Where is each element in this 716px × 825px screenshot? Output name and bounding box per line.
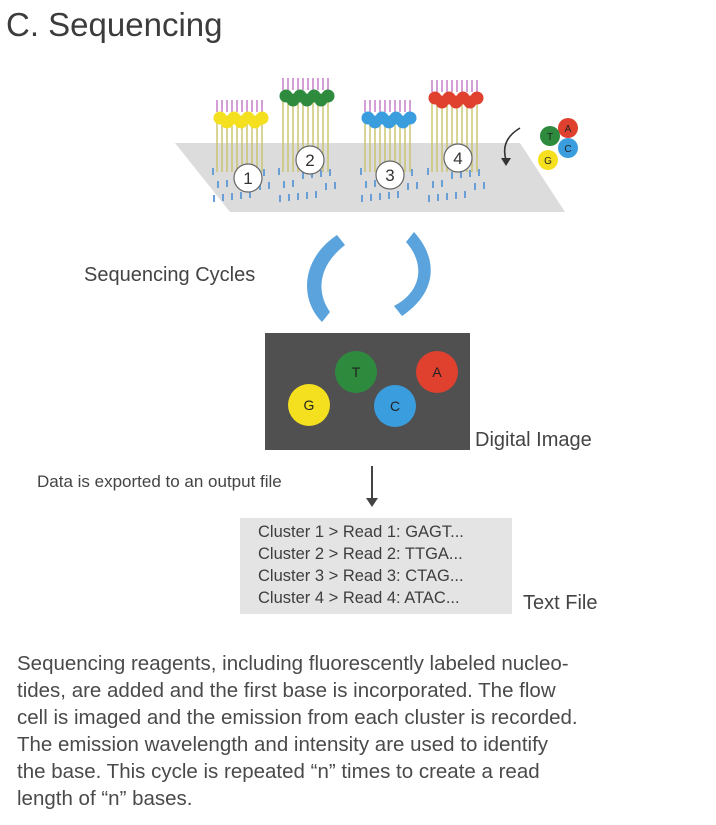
svg-text:T: T <box>547 132 553 143</box>
reagent-arrow <box>503 127 521 161</box>
description-line: the base. This cycle is repeated “n” tim… <box>17 760 540 783</box>
text-file-label: Text File <box>523 592 598 614</box>
reagent-base-c: C <box>558 138 578 158</box>
cluster-number-label: 4 <box>453 149 462 168</box>
reagent-arrowhead <box>501 158 511 166</box>
cycle-arrow-left <box>307 235 345 322</box>
digital-image-spots: T A G C <box>288 351 458 427</box>
page-title: C. Sequencing <box>6 6 223 43</box>
image-spot-g: G <box>288 384 330 426</box>
svg-text:C: C <box>564 144 571 155</box>
cluster-number-label: 3 <box>385 166 394 185</box>
svg-text:G: G <box>304 397 315 413</box>
svg-text:G: G <box>544 156 552 167</box>
description-paragraph: Sequencing reagents, including fluoresce… <box>17 650 707 812</box>
text-file-line: Cluster 4 > Read 4: ATAC... <box>258 589 460 607</box>
cluster-1: 1 <box>212 100 270 202</box>
description-line: length of “n” bases. <box>17 787 193 810</box>
image-spot-t: T <box>335 351 377 393</box>
reagent-base-a: A <box>558 118 578 138</box>
cluster-4: 4 <box>427 80 485 202</box>
text-file-line: Cluster 2 > Read 2: TTGA... <box>258 545 463 563</box>
cluster-number-label: 1 <box>243 169 252 188</box>
cycle-arrows <box>307 232 431 322</box>
reagent-base-g: G <box>538 150 558 170</box>
image-spot-a: A <box>416 351 458 393</box>
text-file-line: Cluster 1 > Read 1: GAGT... <box>258 523 464 541</box>
cycle-arrow-right <box>394 232 431 316</box>
svg-text:T: T <box>352 364 361 380</box>
reagent-bases: A TC G <box>538 118 578 170</box>
export-arrowhead <box>366 498 378 507</box>
reagent-base-t: T <box>540 126 560 146</box>
description-line: tides, are added and the first base is i… <box>17 679 556 702</box>
cluster-number-label: 2 <box>305 151 314 170</box>
export-label: Data is exported to an output file <box>37 472 282 491</box>
text-file-box: Cluster 1 > Read 1: GAGT... Cluster 2 > … <box>240 518 512 614</box>
svg-text:A: A <box>565 124 572 135</box>
description-line: The emission wavelength and intensity ar… <box>17 733 549 756</box>
cluster-3: 3 <box>360 100 418 202</box>
svg-text:C: C <box>390 398 400 414</box>
digital-image-label: Digital Image <box>475 429 592 451</box>
text-file-line: Cluster 3 > Read 3: CTAG... <box>258 567 464 585</box>
sequencing-cycles-label: Sequencing Cycles <box>84 264 256 286</box>
clusters-layer: 1 2 3 4 <box>212 78 485 202</box>
image-spot-c: C <box>374 385 416 427</box>
description-line: Sequencing reagents, including fluoresce… <box>17 652 569 675</box>
description-line: cell is imaged and the emission from eac… <box>17 706 578 729</box>
cluster-2: 2 <box>278 78 336 202</box>
svg-text:A: A <box>432 364 442 380</box>
